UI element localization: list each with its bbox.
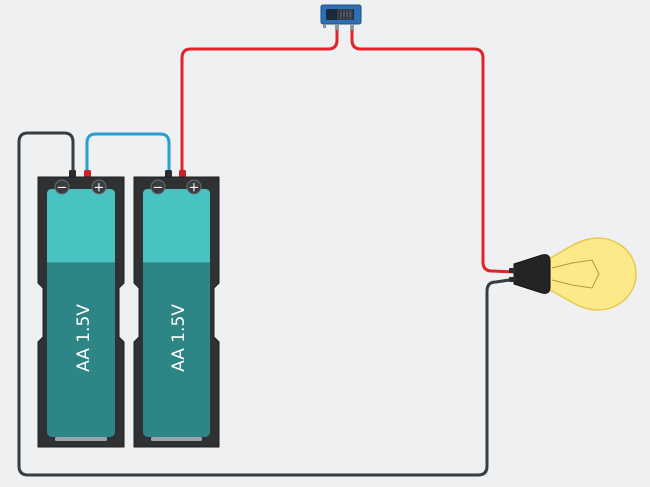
battery-2-label: AA 1.5V [169,304,189,372]
battery-1-label: AA 1.5V [74,304,94,372]
battery-2-positive-symbol: + [189,181,200,196]
slide-switch[interactable] [320,4,362,30]
battery-2-positive-terminal[interactable] [186,179,202,195]
wire-red-switch-bulb[interactable] [350,25,518,274]
battery-2-negative-terminal[interactable] [150,179,166,195]
battery-2-negative-symbol: − [153,181,164,196]
wire-blue[interactable] [85,132,171,175]
battery-2[interactable]: − + AA 1.5V [133,170,220,448]
bulb-glass [549,237,637,311]
battery-1-negative-terminal[interactable] [54,179,70,195]
light-bulb[interactable] [509,237,637,311]
battery-1-negative-symbol: − [57,181,68,196]
wire-black[interactable] [17,131,518,477]
bulb-base [513,254,551,294]
wire-red-battery-switch[interactable] [180,25,339,175]
battery-1[interactable]: − + AA 1.5V [37,170,125,448]
bulb-filament [551,259,600,289]
battery-1-positive-terminal[interactable] [91,179,107,195]
battery-1-positive-symbol: + [94,181,105,196]
switch-slider[interactable] [337,9,353,20]
